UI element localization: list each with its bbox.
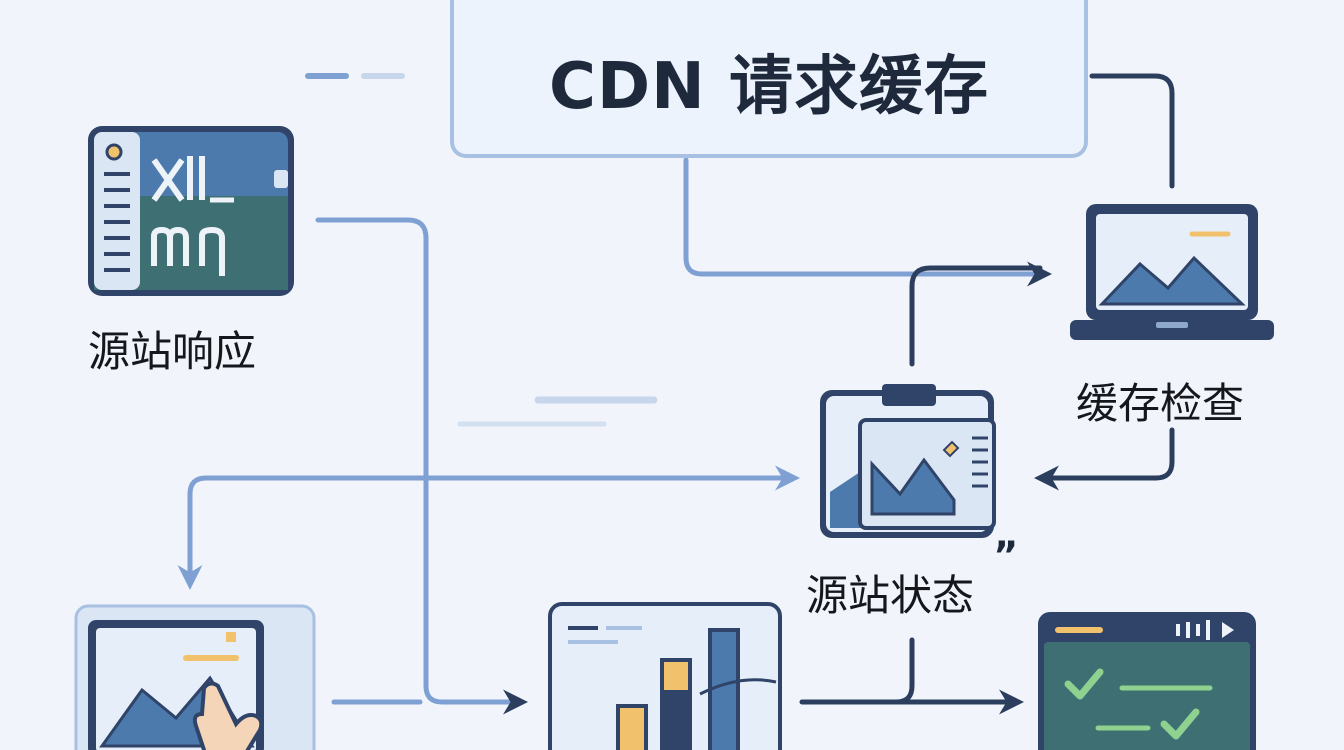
arrow-status-down bbox=[893, 637, 915, 705]
arrow-status-to-cache bbox=[909, 265, 1043, 367]
arrow-title-to-laptop bbox=[683, 157, 1052, 287]
clipboard-chart-icon bbox=[820, 384, 996, 538]
arrow-response-to-analytics bbox=[315, 217, 528, 715]
diagram-title: CDN 请求缓存 bbox=[549, 50, 989, 124]
tablet-touch-icon bbox=[74, 604, 316, 750]
label-origin-status: 源站状态 bbox=[806, 571, 975, 620]
connectors bbox=[177, 73, 1175, 715]
arrow-cache-to-status bbox=[1034, 427, 1175, 491]
checklist-screen-icon bbox=[1038, 612, 1256, 750]
label-origin-response: 源站响应 bbox=[88, 327, 257, 376]
label-cache-check: 缓存检查 bbox=[1076, 379, 1245, 428]
arrow-title-to-cache-check bbox=[1089, 73, 1175, 189]
server-code-icon bbox=[88, 126, 294, 296]
bar-chart-icon bbox=[548, 602, 782, 750]
title-box: CDN 请求缓存 bbox=[450, 0, 1088, 158]
laptop-image-icon bbox=[1070, 204, 1274, 340]
arrow-status-to-client bbox=[177, 475, 781, 590]
decorative-dashes bbox=[305, 73, 658, 427]
stray-quote-mark: „ bbox=[994, 513, 1019, 557]
